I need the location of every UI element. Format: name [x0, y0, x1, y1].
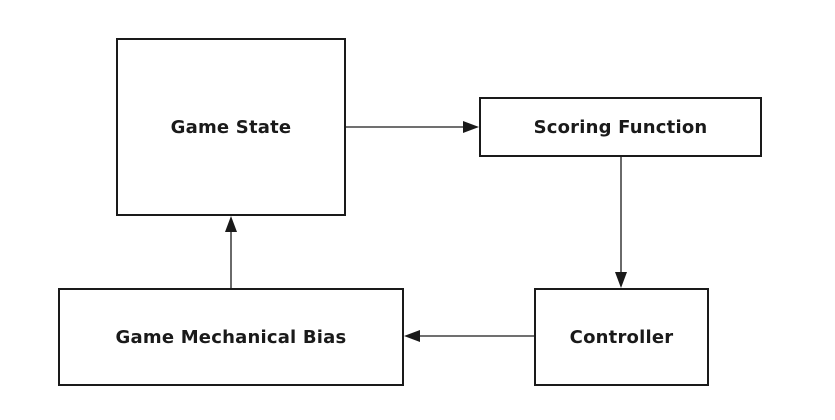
arrow-controller-to-game-mechanical-bias	[404, 330, 534, 342]
game-state-label: Game State	[170, 116, 292, 138]
arrow-game-mechanical-bias-to-game-state	[225, 216, 237, 288]
arrow-scoring-function-to-controller	[615, 157, 627, 288]
game-mechanical-bias-label: Game Mechanical Bias	[115, 326, 347, 348]
controller-node: Controller	[534, 288, 709, 386]
scoring-function-node: Scoring Function	[479, 97, 762, 157]
game-state-node: Game State	[116, 38, 346, 216]
controller-label: Controller	[569, 326, 674, 348]
arrow-game-state-to-scoring-function	[346, 121, 479, 133]
game-mechanical-bias-node: Game Mechanical Bias	[58, 288, 404, 386]
scoring-function-label: Scoring Function	[533, 116, 708, 138]
